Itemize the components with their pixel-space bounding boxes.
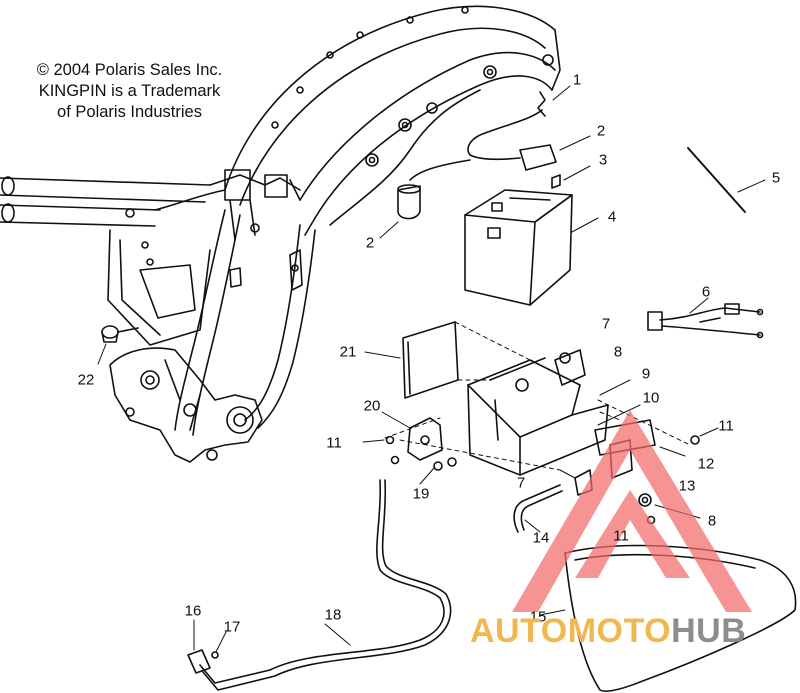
battery-box	[467, 349, 656, 476]
copyright-line-3: of Polaris Industries	[57, 103, 202, 121]
part-21-pad	[364, 321, 459, 399]
watermark-wordmark: AUTOMOTOHUB	[470, 612, 746, 651]
callout-8-bottom: 8	[707, 512, 717, 530]
callout-11-lower: 11	[613, 527, 629, 545]
callout-11-right: 11	[718, 417, 734, 435]
callout-2-cable: 2	[596, 122, 606, 140]
callout-22: 22	[77, 371, 95, 389]
callout-10: 10	[642, 389, 660, 407]
copyright-notice: © 2004 Polaris Sales Inc. KINGPIN is a T…	[22, 60, 237, 123]
watermark-logo-mark	[512, 410, 752, 612]
part-1-2-cable	[379, 85, 591, 239]
callout-1: 1	[572, 71, 582, 89]
assembly-guide-lines	[384, 321, 691, 471]
part-5-strap	[687, 147, 766, 213]
callout-19: 19	[412, 485, 430, 503]
callout-8-top: 8	[613, 343, 623, 361]
part-20-bracket	[362, 411, 457, 485]
callout-21: 21	[339, 343, 357, 361]
part-22-plug	[97, 325, 139, 365]
parts-16-17-fittings	[187, 619, 227, 674]
watermark-auto: AUTO	[470, 612, 568, 650]
callout-20: 20	[363, 397, 381, 415]
frame-backbone	[224, 5, 561, 236]
part-14-rod	[513, 484, 563, 533]
callout-12: 12	[697, 455, 715, 473]
frame-front-tubes	[0, 169, 301, 241]
frame-down-tubes	[107, 209, 316, 436]
callout-6: 6	[701, 283, 711, 301]
callout-7-top: 7	[601, 315, 611, 333]
part-6-harness	[647, 297, 764, 339]
callout-5: 5	[771, 169, 781, 187]
callout-16: 16	[184, 602, 202, 620]
callout-13: 13	[678, 477, 696, 495]
part-4-battery	[464, 189, 599, 306]
part-18-hose	[199, 479, 452, 691]
callout-17: 17	[223, 618, 241, 636]
callout-11-left: 11	[326, 434, 342, 452]
callout-9: 9	[641, 365, 651, 383]
copyright-line-2: KINGPIN is a Trademark	[38, 82, 221, 100]
callout-15: 15	[529, 608, 547, 626]
callout-7-bottom: 7	[516, 474, 526, 492]
copyright-line-1: © 2004 Polaris Sales Inc.	[36, 61, 223, 79]
watermark-hub: HUB	[671, 612, 747, 650]
frame-lower-casting	[109, 347, 263, 463]
part-3-screw	[551, 165, 591, 189]
callout-3: 3	[598, 151, 608, 169]
callout-18: 18	[324, 606, 342, 624]
callout-4: 4	[607, 208, 617, 226]
callout-2-boot: 2	[365, 234, 375, 252]
watermark-moto: MOTO	[567, 612, 672, 650]
callout-14: 14	[532, 529, 550, 547]
